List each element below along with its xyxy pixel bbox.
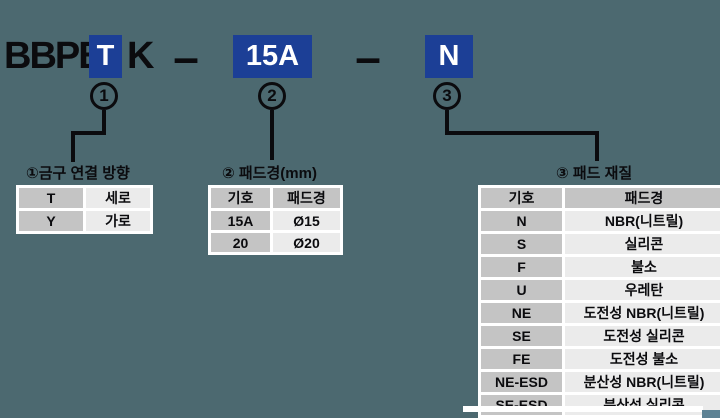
connector-1-line	[71, 131, 106, 135]
code-segment-1: T	[96, 40, 115, 72]
table-cell: 도전성 실리콘	[565, 326, 720, 346]
connector-2-line	[270, 110, 274, 160]
code-suffix: K	[127, 35, 154, 77]
connector-3-line	[445, 110, 449, 135]
table-row: F 불소	[481, 257, 720, 277]
table-row: N NBR(니트릴)	[481, 211, 720, 231]
table-row: FE 도전성 불소	[481, 349, 720, 369]
table-cell: 우레탄	[565, 280, 720, 300]
table-cell: NE	[481, 303, 562, 323]
column-header: 기호	[481, 188, 562, 208]
table-row: U 우레탄	[481, 280, 720, 300]
code-segment-3: N	[438, 40, 460, 72]
connector-1-line	[71, 131, 75, 162]
dash-separator-2: –	[355, 30, 381, 83]
table-row: T 세로	[19, 188, 150, 208]
pad-material-table: 기호 패드경 N NBR(니트릴) S 실리콘 F 불소 U 우레탄 NE 도전…	[478, 185, 720, 418]
table-cell: 세로	[86, 188, 150, 208]
connector-1-line	[102, 110, 106, 135]
table-row: SE-ESD 분산성 실리콘	[481, 395, 720, 415]
dash-separator-1: –	[173, 30, 199, 83]
code-segment-2: 15A	[245, 40, 300, 72]
table-cell: 도전성 불소	[565, 349, 720, 369]
table-cell: S	[481, 234, 562, 254]
table-header-row: 기호 패드경	[481, 188, 720, 208]
table-cell: U	[481, 280, 562, 300]
table-cell: 실리콘	[565, 234, 720, 254]
code-segment-2-box: 15A	[233, 35, 312, 78]
column-header: 패드경	[565, 188, 720, 208]
column-header: 패드경	[273, 188, 340, 208]
code-segment-1-box: T	[89, 35, 122, 78]
connector-3-line	[445, 131, 599, 135]
table-row: 15A Ø15	[211, 211, 340, 230]
table-cell: Ø15	[273, 211, 340, 230]
table-cell: 분산성 실리콘	[565, 395, 720, 415]
table-cell: NBR(니트릴)	[565, 211, 720, 231]
table-row: S 실리콘	[481, 234, 720, 254]
table-cell: 가로	[86, 211, 150, 231]
section-3-title: ③ 패드 재질	[556, 165, 633, 182]
table-cell: N	[481, 211, 562, 231]
code-prefix: BBPB	[4, 35, 106, 77]
table-cell: 분산성 NBR(니트릴)	[565, 372, 720, 392]
table-row: 20 Ø20	[211, 233, 340, 252]
table-cell: NE-ESD	[481, 372, 562, 392]
pad-diameter-table: 기호 패드경 15A Ø15 20 Ø20	[208, 185, 343, 255]
section-1-title: ①금구 연결 방향	[26, 165, 130, 182]
table-cell: FE	[481, 349, 562, 369]
table-cell: F	[481, 257, 562, 277]
bottom-edge-strip	[702, 410, 720, 418]
table-cell: 불소	[565, 257, 720, 277]
table-row: NE 도전성 NBR(니트릴)	[481, 303, 720, 323]
table-row: SE 도전성 실리콘	[481, 326, 720, 346]
table-bottom-border	[463, 406, 703, 412]
table-row: NE-ESD 분산성 NBR(니트릴)	[481, 372, 720, 392]
table-cell: 도전성 NBR(니트릴)	[565, 303, 720, 323]
table-cell: SE	[481, 326, 562, 346]
callout-circle-2: 2	[258, 82, 286, 110]
table-cell: Y	[19, 211, 83, 231]
callout-circle-3: 3	[433, 82, 461, 110]
table-cell: T	[19, 188, 83, 208]
table-header-row: 기호 패드경	[211, 188, 340, 208]
code-segment-3-box: N	[425, 35, 473, 78]
connector-3-line	[595, 131, 599, 161]
table-cell: SE-ESD	[481, 395, 562, 415]
table-cell: 20	[211, 233, 270, 252]
section-2-title: ② 패드경(mm)	[222, 165, 317, 182]
table-cell: 15A	[211, 211, 270, 230]
connection-direction-table: T 세로 Y 가로	[16, 185, 153, 234]
column-header: 기호	[211, 188, 270, 208]
table-row: Y 가로	[19, 211, 150, 231]
table-cell: Ø20	[273, 233, 340, 252]
callout-circle-1: 1	[90, 82, 118, 110]
